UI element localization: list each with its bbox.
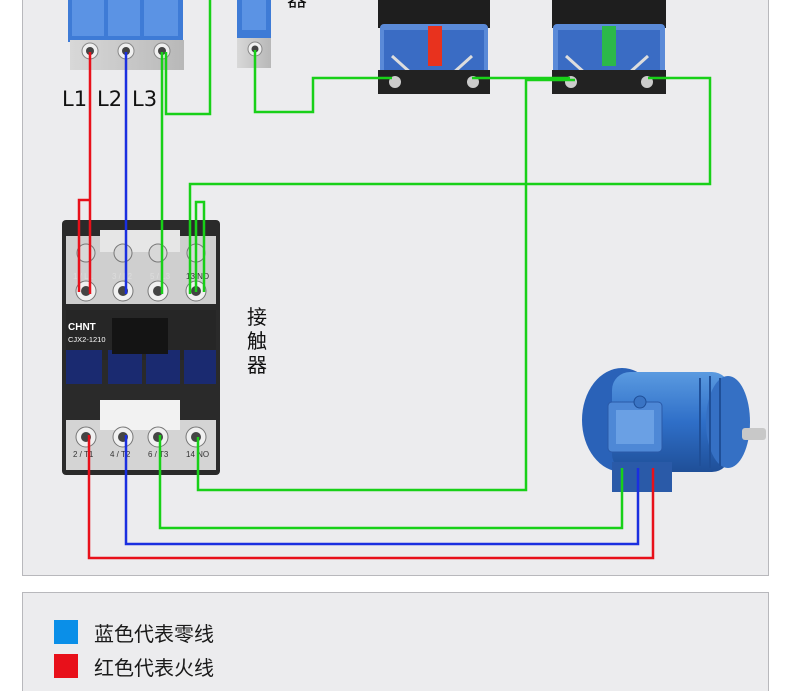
legend-label-red: 红色代表火线	[94, 655, 214, 680]
legend-swatch-blue	[54, 620, 78, 644]
contactor-model: CJX2-1210	[68, 335, 106, 344]
breaker-label-l3: L3	[132, 87, 157, 111]
contactor-bottom-terminal-4: 4 / T2	[110, 450, 131, 459]
contactor-label-char-1: 接	[247, 305, 267, 329]
wire-green-l3-tap	[164, 0, 212, 116]
breaker-label-l1: L1	[62, 87, 87, 111]
wiring-diagram: 器 L1 L2 L3 CHNT CJX2	[62, 0, 766, 560]
stop-button-plunger	[428, 26, 442, 66]
legend-panel: 蓝色代表零线 红色代表火线	[22, 592, 769, 691]
legend-item-red: 红色代表火线	[54, 654, 214, 680]
breaker-label-l2: L2	[97, 87, 122, 111]
contactor-bottom-terminal-2: 2 / T1	[73, 450, 94, 459]
legend-item-blue: 蓝色代表零线	[54, 620, 214, 646]
stop-button-block	[378, 0, 490, 94]
contactor-top-terminal-1: 1 / L1	[73, 272, 94, 281]
wire-green-latch	[196, 78, 575, 492]
wire-green-stop-in	[253, 50, 392, 114]
contactor-top-terminal-3: 3 / L2	[112, 272, 133, 281]
start-button-plunger	[602, 26, 616, 66]
contactor-top-terminal-5: 5 / L3	[150, 272, 171, 281]
wires	[77, 0, 712, 560]
contactor-bottom-terminal-6: 6 / T3	[148, 450, 169, 459]
wire-blue-motor	[124, 435, 640, 546]
contactor-brand: CHNT	[68, 322, 96, 333]
contactor-top-terminal-13: 13 NO	[186, 272, 209, 281]
legend-swatch-red	[54, 654, 78, 678]
motor	[582, 368, 766, 492]
top-cut-label: 器	[287, 0, 307, 11]
wire-red-motor	[87, 435, 655, 560]
legend-label-blue: 蓝色代表零线	[94, 621, 214, 646]
contactor-label-char-3: 器	[247, 353, 267, 377]
wire-green-start-out	[188, 76, 712, 294]
wire-green-13-loop	[194, 200, 206, 292]
wire-green-motor	[158, 435, 624, 530]
contactor-label-char-2: 触	[247, 329, 267, 353]
wire-red-loop	[77, 198, 89, 292]
